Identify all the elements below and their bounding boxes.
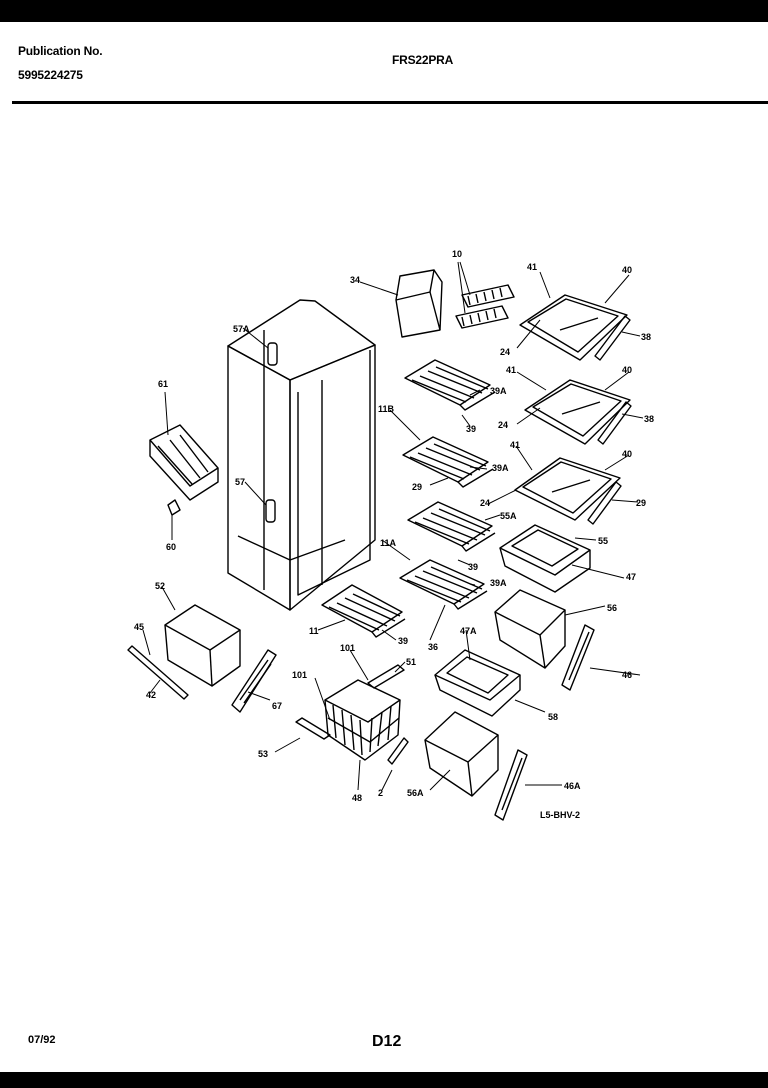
glass-shelf-lower xyxy=(514,457,622,525)
callout-61: 61 xyxy=(158,379,168,389)
callout-46: 46 xyxy=(622,670,632,680)
model-number: FRS22PRA xyxy=(392,53,454,67)
footer-date: 07/92 xyxy=(28,1034,56,1046)
callout-40: 40 xyxy=(622,449,632,459)
callout-39: 39 xyxy=(466,424,476,434)
callout-51: 51 xyxy=(406,657,416,667)
wire-shelf-11b-lower xyxy=(402,436,494,488)
callout-48: 48 xyxy=(352,793,362,803)
pan-55 xyxy=(499,524,591,593)
drawer-front-67 xyxy=(231,649,277,713)
callout-24: 24 xyxy=(480,498,490,508)
callout-39: 39 xyxy=(398,636,408,646)
wire-basket-48 xyxy=(324,679,401,761)
callout-41: 41 xyxy=(510,440,520,450)
callout-42: 42 xyxy=(146,690,156,700)
drawer-front-46 xyxy=(561,624,595,691)
callout-11b: 11B xyxy=(378,404,395,414)
callout-60: 60 xyxy=(166,542,176,552)
callout-38: 38 xyxy=(644,414,654,424)
drawer-front-46a xyxy=(494,749,528,821)
leader-lines xyxy=(142,261,644,791)
callout-47: 47 xyxy=(626,572,636,582)
callout-55a: 55A xyxy=(500,511,517,521)
header-rule xyxy=(12,101,768,104)
callout-10: 10 xyxy=(452,249,462,259)
callout-2: 2 xyxy=(378,788,383,798)
door-bin-34 xyxy=(395,269,443,338)
callout-39a: 39A xyxy=(490,386,507,396)
publication-number: 5995224275 xyxy=(18,68,83,82)
control-57 xyxy=(265,499,276,523)
callout-57: 57 xyxy=(235,477,245,487)
bottom-scan-border xyxy=(0,1072,768,1088)
callout-36: 36 xyxy=(428,642,438,652)
rail-51 xyxy=(367,664,405,689)
callout-56: 56 xyxy=(607,603,617,613)
light-cover-57a xyxy=(267,342,278,366)
callout-40: 40 xyxy=(622,365,632,375)
callout-29: 29 xyxy=(636,498,646,508)
rail-53 xyxy=(295,717,331,740)
publication-label: Publication No. xyxy=(18,44,103,58)
callout-41: 41 xyxy=(527,262,537,272)
top-scan-border xyxy=(0,0,768,22)
callout-39a: 39A xyxy=(490,578,507,588)
cup-60 xyxy=(167,499,181,516)
clip-2 xyxy=(387,737,409,765)
callout-101: 101 xyxy=(340,643,355,653)
callout-11: 11 xyxy=(309,626,319,636)
callout-11a: 11A xyxy=(380,538,397,548)
callout-labels: 34 10 41 40 38 24 57A 41 40 38 24 11B 39… xyxy=(134,249,654,820)
callout-29: 29 xyxy=(412,482,422,492)
callout-40: 40 xyxy=(622,265,632,275)
callout-39a: 39A xyxy=(492,463,509,473)
wire-shelf-11a-upper xyxy=(407,501,496,552)
glass-shelf-upper xyxy=(519,294,631,361)
callout-53: 53 xyxy=(258,749,268,759)
callout-52: 52 xyxy=(155,581,165,591)
pan-47a xyxy=(434,649,521,717)
cabinet-drawing xyxy=(227,299,376,611)
callout-67: 67 xyxy=(272,701,282,711)
callout-38: 38 xyxy=(641,332,651,342)
rail-42 xyxy=(127,645,189,700)
callout-57a: 57A xyxy=(233,324,250,334)
wire-shelf-11a-lower xyxy=(399,559,488,610)
crisper-pan-52 xyxy=(164,604,241,687)
callout-24: 24 xyxy=(498,420,508,430)
rack-10 xyxy=(455,284,515,329)
callout-45: 45 xyxy=(134,622,144,632)
ice-tray-61 xyxy=(149,424,219,516)
reference-code: L5-BHV-2 xyxy=(540,810,580,820)
callout-55: 55 xyxy=(598,536,608,546)
callout-101: 101 xyxy=(292,670,307,680)
wire-shelf-11 xyxy=(321,584,406,638)
callout-56a: 56A xyxy=(407,788,424,798)
callout-39: 39 xyxy=(468,562,478,572)
pan-56 xyxy=(494,589,566,669)
wire-shelf-11b-upper xyxy=(404,359,496,411)
callout-24: 24 xyxy=(500,347,510,357)
callout-47a: 47A xyxy=(460,626,477,636)
callout-41: 41 xyxy=(506,365,516,375)
pan-56a xyxy=(424,711,499,797)
glass-shelf-middle xyxy=(524,379,632,445)
callout-46a: 46A xyxy=(564,781,581,791)
callout-34: 34 xyxy=(350,275,360,285)
callout-55: 58 xyxy=(548,712,558,722)
footer-page-code: D12 xyxy=(372,1033,402,1050)
